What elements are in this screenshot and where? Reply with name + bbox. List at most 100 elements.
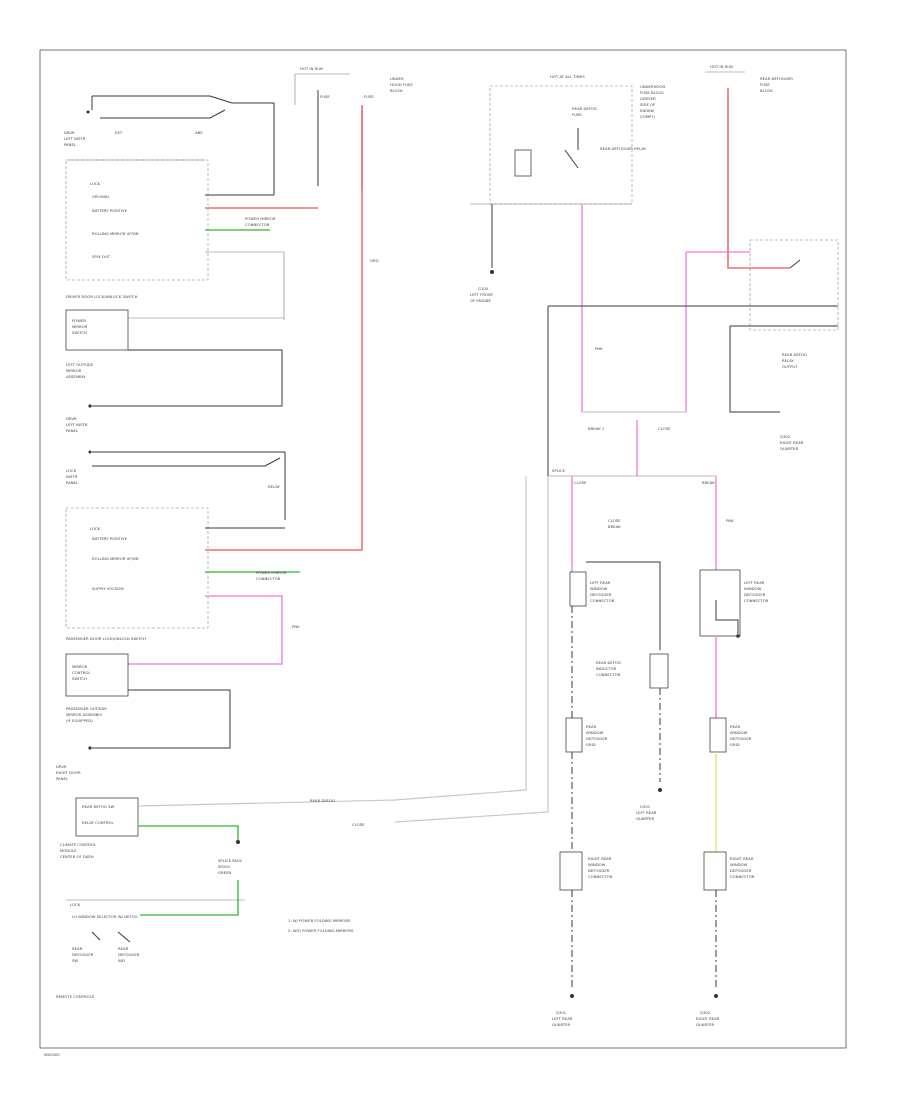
svg-text:CONTROL: CONTROL [72,670,91,675]
svg-text:REAR DEFOG SW: REAR DEFOG SW [82,804,115,809]
svg-text:LEFT INSTR: LEFT INSTR [64,136,86,141]
svg-text:LOCK: LOCK [66,468,77,473]
svg-text:REAR DEFOG: REAR DEFOG [310,798,335,803]
svg-text:DEFOGGER: DEFOGGER [730,736,752,741]
svg-text:IND: IND [118,958,125,963]
svg-text:LEFT REAR: LEFT REAR [636,810,657,815]
svg-text:PNK: PNK [595,346,603,351]
svg-text:RIGHT REAR: RIGHT REAR [730,856,754,861]
svg-text:RIGHT DOOR: RIGHT DOOR [56,770,81,775]
svg-text:REAR DEFOG: REAR DEFOG [782,352,807,357]
ground-fwd-label: G100 [478,286,489,291]
svg-text:DEFOGGER: DEFOGGER [590,592,612,597]
svg-text:BREAK: BREAK [702,480,715,485]
fuse-label-left: HOT IN RUN [300,66,323,71]
svg-text:REAR: REAR [730,724,741,729]
svg-text:RIGHT REAR: RIGHT REAR [588,856,612,861]
svg-text:G301: G301 [556,1010,567,1015]
svg-text:LH WINDOW SELECTOR W/ DEFOG: LH WINDOW SELECTOR W/ DEFOG [72,914,138,919]
svg-text:DRVR: DRVR [64,130,75,135]
svg-text:CONNECTOR: CONNECTOR [590,598,615,603]
svg-text:CONNECTOR: CONNECTOR [730,874,755,879]
svg-text:GRID: GRID [730,742,740,747]
remote-controls-group: DRVR RIGHT DOOR PANEL REAR DEFOG SW RELA… [56,764,396,999]
svg-text:SP200: SP200 [218,864,231,869]
svg-text:GRID: GRID [586,742,596,747]
svg-text:CLIMATE CONTROL: CLIMATE CONTROL [60,842,97,847]
fuse-top-right: HOT IN RUN REAR DEFOGGER FUSE BLOCK REAR… [547,64,839,476]
driver-switch-group: DRVR LEFT INSTR PANEL EXT ABS LOCK GROUN… [64,95,318,433]
svg-text:DEFOGGER: DEFOGGER [586,736,608,741]
svg-text:LOCK: LOCK [70,902,81,907]
svg-text:WINDOW: WINDOW [730,730,748,735]
svg-text:PNK: PNK [726,518,734,523]
svg-text:G302: G302 [780,434,791,439]
svg-text:PASSENGER OUTSIDE: PASSENGER OUTSIDE [66,706,107,711]
svg-text:REAR: REAR [72,946,83,951]
svg-text:REAR: REAR [118,946,129,951]
footer-code: W00000 [44,1052,60,1057]
svg-text:UNDERHOOD: UNDERHOOD [640,84,665,89]
svg-text:FUSE: FUSE [760,82,770,87]
svg-text:CLOSE: CLOSE [658,426,671,431]
svg-text:MIRROR: MIRROR [72,324,88,329]
svg-text:BLOCK: BLOCK [760,88,773,93]
svg-text:INSTR: INSTR [66,474,78,479]
svg-text:BREAK: BREAK [608,524,621,529]
svg-text:LEFT INSTR: LEFT INSTR [66,422,88,427]
svg-text:DRVR: DRVR [56,764,67,769]
svg-text:RELAY CONTROL: RELAY CONTROL [82,820,114,825]
svg-text:POWER MIRROR: POWER MIRROR [256,570,287,575]
svg-text:SPLY OUT: SPLY OUT [92,254,111,259]
svg-text:MIRROR: MIRROR [72,664,88,669]
svg-text:ENGINE: ENGINE [640,108,655,113]
svg-text:MODULE: MODULE [60,848,77,853]
fuse-top-mid-left: HOT IN RUN FUSE FUSE UNDER HOOD FUSE BLO… [294,66,413,263]
svg-text:HOOD FUSE: HOOD FUSE [390,82,413,87]
svg-text:WINDOW: WINDOW [744,586,762,591]
svg-text:FUSE: FUSE [364,94,374,99]
svg-text:SPLICE PACK: SPLICE PACK [218,858,242,863]
svg-text:COMPT): COMPT) [640,114,656,119]
relay-label: REAR DEFOGGER RELAY [600,146,647,151]
svg-text:DEFOGGER: DEFOGGER [118,952,140,957]
svg-text:QUARTER: QUARTER [636,816,654,821]
svg-text:PANEL: PANEL [56,776,69,781]
svg-text:CONNECTOR: CONNECTOR [744,598,769,603]
svg-text:ABS: ABS [195,130,203,135]
note-1: 1: W/ POWER FOLDING MIRRORS [288,918,351,923]
svg-text:CLOSE: CLOSE [574,480,587,485]
fuse-label-right: HOT IN RUN [710,64,733,69]
svg-text:BATTERY POSITIVE: BATTERY POSITIVE [92,536,128,541]
svg-text:MIRROR ASSEMBLY: MIRROR ASSEMBLY [66,712,103,717]
svg-text:PANEL: PANEL [66,480,79,485]
svg-text:REAR DEFOGGER: REAR DEFOGGER [760,76,793,81]
svg-text:ASSEMBLY: ASSEMBLY [66,374,86,379]
svg-text:REAR DEFOG: REAR DEFOG [572,106,597,111]
svg-text:PANEL: PANEL [64,142,77,147]
svg-text:REAR: REAR [586,724,597,729]
svg-text:DEFOGGER: DEFOGGER [744,592,766,597]
svg-text:CONNECTOR: CONNECTOR [588,874,613,879]
svg-text:WINDOW: WINDOW [590,586,608,591]
svg-text:EXT: EXT [115,130,123,135]
svg-text:WINDOW: WINDOW [586,730,604,735]
svg-text:GROUND: GROUND [92,194,109,199]
remote-controls-label: REMOTE CONTROLS [56,994,95,999]
svg-text:MIRROR: MIRROR [66,368,82,373]
svg-text:OUTPUT: OUTPUT [782,364,798,369]
svg-text:ROLLING MIRROR UP/DN: ROLLING MIRROR UP/DN [92,556,139,561]
body-control-group: HOT AT ALL TIMES UNDERHOOD FUSE BLOCK (D… [470,74,750,476]
svg-text:LEFT REAR: LEFT REAR [552,1016,573,1021]
passenger-switch-label: PASSENGER DOOR LOCK/UNLOCK SWITCH [66,636,146,641]
svg-text:CLOSE: CLOSE [352,822,365,827]
svg-text:FUSE: FUSE [572,112,582,117]
svg-text:LEFT OUTSIDE: LEFT OUTSIDE [66,362,94,367]
svg-text:SUPPLY VOLTAGE: SUPPLY VOLTAGE [92,586,125,591]
svg-text:CONNECTOR: CONNECTOR [256,576,281,581]
svg-text:PANEL: PANEL [66,428,79,433]
driver-switch-label: DRIVER DOOR LOCK/UNLOCK SWITCH [66,294,138,299]
svg-text:UNDER: UNDER [390,76,404,81]
svg-text:BREAK 1: BREAK 1 [588,426,605,431]
